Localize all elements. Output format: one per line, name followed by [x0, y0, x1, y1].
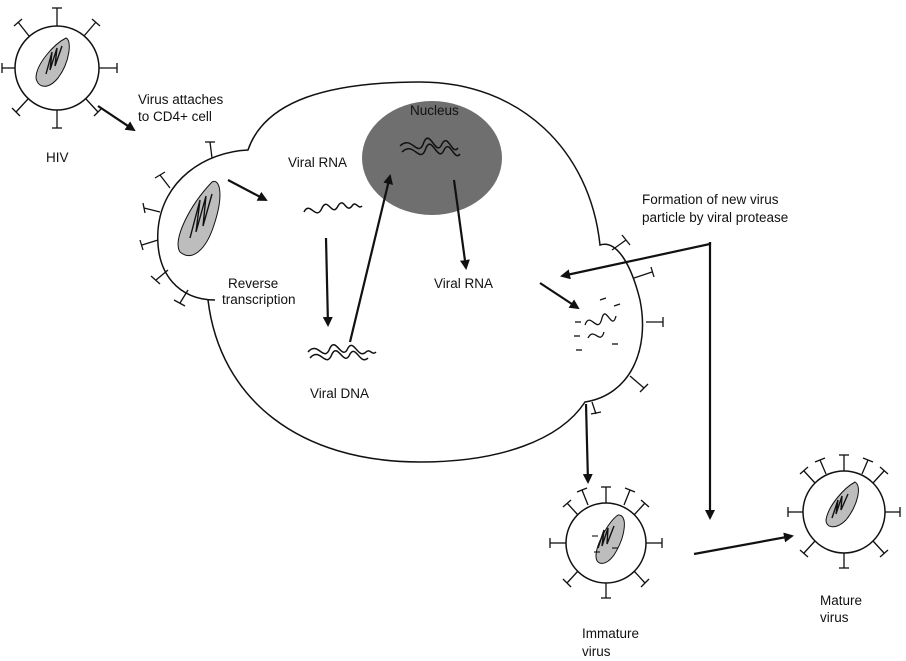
label-hiv: HIV	[46, 150, 69, 165]
label-mature-line2: virus	[820, 610, 849, 625]
label-formation-line1: Formation of new virus	[642, 192, 779, 207]
attaching-virus	[139, 141, 249, 307]
label-mature-line1: Mature	[820, 593, 862, 608]
arrow-nucleus-to-rna	[452, 179, 470, 270]
label-reverse-line1: Reverse	[228, 276, 278, 291]
label-nucleus: Nucleus	[410, 103, 459, 118]
viral-dna-icon	[307, 344, 377, 361]
label-reverse-line2: transcription	[222, 292, 296, 307]
mature-virion	[787, 454, 901, 569]
nucleus-rna-icon	[399, 137, 461, 157]
immature-virion	[549, 486, 663, 599]
arrow-attach	[97, 105, 136, 132]
capsid	[177, 180, 221, 257]
forming-particle-icon	[574, 297, 621, 351]
viral-rna-icon	[303, 202, 363, 214]
label-immature-line1: Immature	[582, 626, 639, 641]
arrow-bud	[582, 403, 593, 484]
nucleus	[362, 101, 502, 215]
free-hiv-virion	[1, 7, 118, 129]
label-formation-line2: particle by viral protease	[642, 210, 788, 225]
arrow-reverse-transcription	[322, 237, 333, 327]
host-cell	[205, 81, 644, 463]
label-immature-line2: virus	[582, 644, 611, 659]
label-attach-line1: Virus attaches	[138, 92, 224, 107]
label-viral-rna-top: Viral RNA	[288, 155, 347, 170]
arrow-uncoat	[227, 179, 268, 201]
budding-spikes	[590, 234, 664, 415]
arrow-dna-to-nucleus	[348, 174, 393, 343]
arrow-rna-to-assembly	[539, 282, 580, 310]
label-attach-line2: to CD4+ cell	[138, 109, 212, 124]
label-viral-dna: Viral DNA	[310, 386, 369, 401]
arrows	[97, 105, 794, 556]
label-viral-rna-mid: Viral RNA	[434, 276, 493, 291]
arrow-maturation	[693, 532, 794, 556]
